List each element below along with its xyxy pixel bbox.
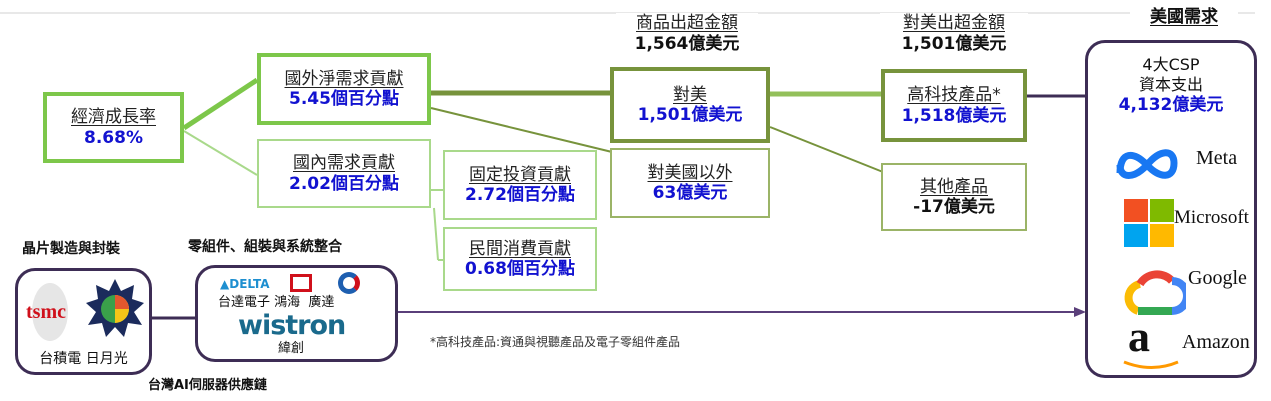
to-us-title: 對美 xyxy=(673,84,707,105)
domestic-demand-box: 國內需求貢獻 2.02個百分點 xyxy=(257,139,431,208)
google-name: Google xyxy=(1188,267,1247,289)
trade-surplus-title: 商品出超金額 xyxy=(636,13,738,33)
trade-surplus-header: 商品出超金額 1,564億美元 xyxy=(616,13,758,56)
trade-surplus-value: 1,564億美元 xyxy=(634,34,740,55)
private-consumption-box: 民間消費貢獻 0.68個百分點 xyxy=(443,227,597,291)
amazon-name: Amazon xyxy=(1182,331,1250,353)
quanta-logo-icon xyxy=(338,272,360,294)
us-surplus-value: 1,501億美元 xyxy=(901,34,1007,55)
domestic-title: 國內需求貢獻 xyxy=(293,153,395,174)
parts-label: 零組件、組裝與系統整合 xyxy=(188,239,342,255)
to-us-box: 對美 1,501億美元 xyxy=(610,67,770,143)
connector-domestic-private xyxy=(433,207,439,261)
foxconn-logo-icon xyxy=(290,274,312,292)
microsoft-name: Microsoft xyxy=(1174,207,1249,228)
hightech-value: 1,518億美元 xyxy=(901,105,1007,126)
us-surplus-title: 對美出超金額 xyxy=(903,13,1005,33)
external-title: 國外淨需求貢獻 xyxy=(284,68,404,89)
external-demand-box: 國外淨需求貢獻 5.45個百分點 xyxy=(257,53,431,125)
chip-companies: 台積電 日月光 xyxy=(39,351,128,367)
us-demand-box: 4大CSP 資本支出 4,132億美元 Meta Microsoft Googl… xyxy=(1085,40,1257,378)
csp-line1: 4大CSP xyxy=(1142,55,1200,74)
connector-us-other xyxy=(769,126,884,173)
tsmc-wafer-icon xyxy=(32,283,68,341)
wistron-logo: wistron xyxy=(238,310,346,341)
hightech-title: 高科技產品* xyxy=(907,85,1001,106)
supply-chain-caption: 台灣AI伺服器供應鏈 xyxy=(148,378,267,393)
chip-box: tsmc 台積電 日月光 xyxy=(15,268,152,375)
tsmc-logo: tsmc xyxy=(26,301,66,323)
connector-gdp-external xyxy=(182,77,259,131)
arrowhead-icon xyxy=(1074,307,1086,317)
fixed-investment-box: 固定投資貢獻 2.72個百分點 xyxy=(443,150,597,220)
connector-external-nonus xyxy=(430,107,613,153)
csp-capex-value: 4,132億美元 xyxy=(1118,95,1224,115)
parts-companies: 台達電子 鴻海 廣達 xyxy=(218,295,335,310)
meta-logo-icon xyxy=(1116,149,1178,179)
non-us-value: 63億美元 xyxy=(652,183,728,203)
private-consumption-value: 0.68個百分點 xyxy=(465,259,575,279)
chip-label: 晶片製造與封裝 xyxy=(22,241,120,257)
non-us-box: 對美國以外 63億美元 xyxy=(610,148,770,218)
to-us-value: 1,501億美元 xyxy=(637,105,743,125)
private-consumption-title: 民間消費貢獻 xyxy=(469,238,571,259)
other-products-value: -17億美元 xyxy=(913,197,995,217)
other-products-title: 其他產品 xyxy=(920,176,988,197)
microsoft-logo-icon xyxy=(1124,199,1174,247)
other-products-box: 其他產品 -17億美元 xyxy=(881,163,1027,231)
delta-logo-text: DELTA xyxy=(229,277,270,291)
domestic-value: 2.02個百分點 xyxy=(289,173,399,194)
amazon-logo-icon: a xyxy=(1128,312,1150,361)
fixed-investment-value: 2.72個百分點 xyxy=(465,185,575,205)
csp-line2: 資本支出 xyxy=(1138,75,1203,94)
us-demand-header: 美國需求 xyxy=(1130,7,1238,29)
ase-sun-logo-icon xyxy=(86,279,144,337)
parts-box: ▲DELTA 台達電子 鴻海 廣達 wistron 緯創 xyxy=(195,265,398,362)
connector-gdp-domestic xyxy=(183,130,258,176)
non-us-title: 對美國以外 xyxy=(647,162,733,183)
gdp-growth-box: 經濟成長率 8.68% xyxy=(43,92,184,163)
wistron-name: 緯創 xyxy=(278,341,305,356)
delta-logo: ▲DELTA xyxy=(220,277,270,291)
google-cloud-logo-icon xyxy=(1124,270,1186,315)
hightech-box: 高科技產品* 1,518億美元 xyxy=(881,69,1027,142)
external-value: 5.45個百分點 xyxy=(289,89,399,109)
gdp-value: 8.68% xyxy=(84,127,143,148)
gdp-title: 經濟成長率 xyxy=(71,107,156,128)
fixed-investment-title: 固定投資貢獻 xyxy=(469,164,571,185)
meta-name: Meta xyxy=(1196,147,1238,169)
footnote: *高科技產品:資通與視聽產品及電子零組件產品 xyxy=(430,335,681,349)
us-surplus-header: 對美出超金額 1,501億美元 xyxy=(880,13,1028,56)
amazon-smile-icon xyxy=(1123,360,1179,369)
